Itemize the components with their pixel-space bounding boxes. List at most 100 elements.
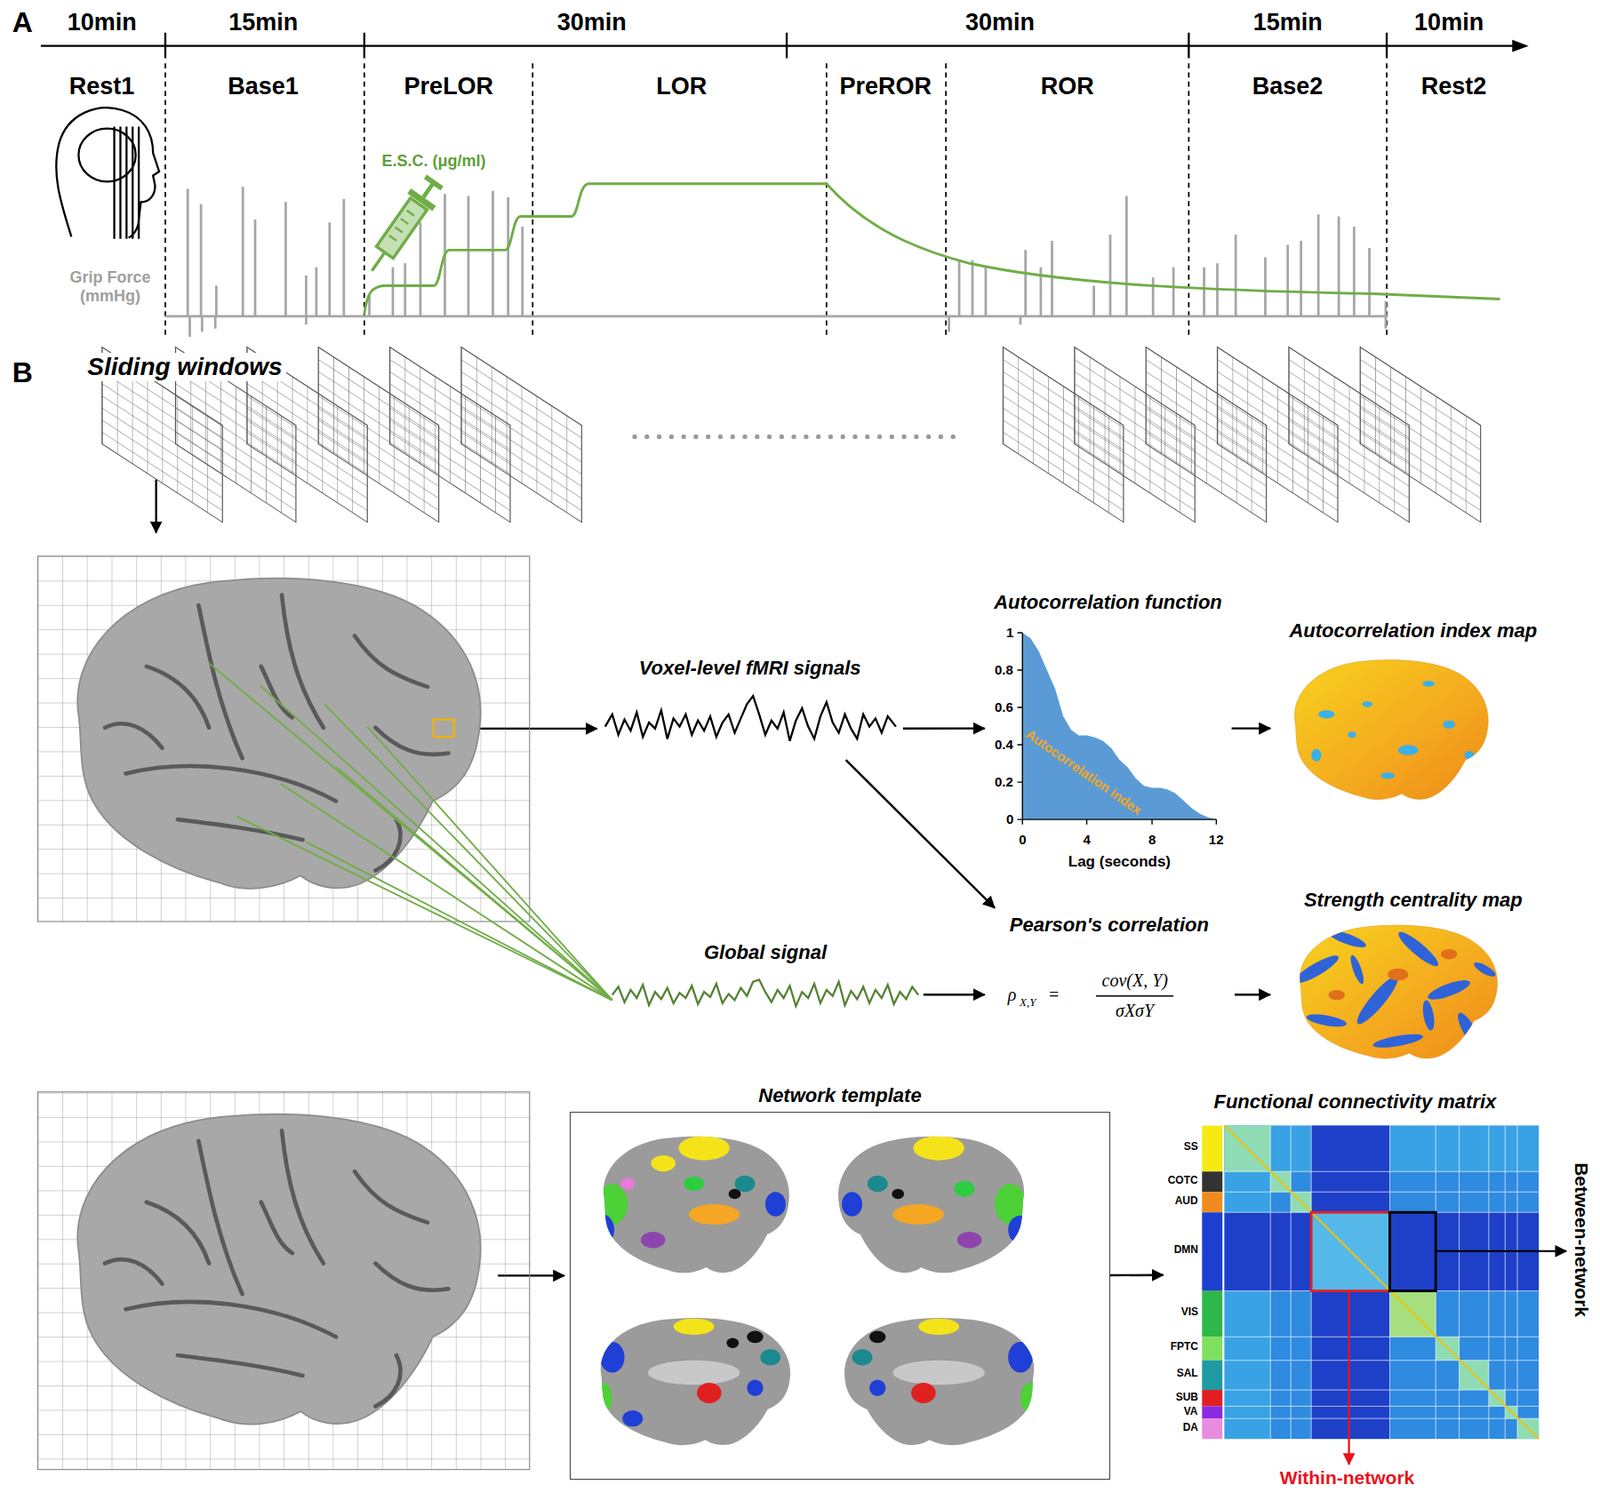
- connectivity-matrix: [1311, 1126, 1390, 1440]
- concentration-curve: [364, 184, 1501, 315]
- brain-grid: [104, 1130, 448, 1407]
- global-signal-trace: [612, 979, 919, 1007]
- template-brain: [622, 1410, 643, 1427]
- connectivity-matrix: [1201, 1291, 1223, 1338]
- brain-grid: [37, 556, 529, 922]
- brain-grid: [77, 1114, 480, 1425]
- panel-heading: Pearson's correlation: [1009, 913, 1209, 936]
- ellipsis-dots: [730, 434, 736, 440]
- brain-grid: [77, 578, 480, 889]
- template-brain: [590, 1136, 786, 1248]
- duration-label: 10min: [67, 8, 137, 37]
- formula-part: σXσY: [1115, 1000, 1154, 1022]
- ellipsis-dots: [938, 434, 944, 440]
- template-brain: [683, 1176, 704, 1192]
- autocorrelation-chart: [1022, 632, 1216, 820]
- network-label: SAL: [1176, 1368, 1199, 1381]
- timeline-axis: [40, 32, 1529, 59]
- ellipsis-dots: [951, 434, 956, 440]
- ellipsis-dots: [693, 434, 698, 440]
- network-label: AUD: [1175, 1195, 1199, 1208]
- template-brain: [911, 1383, 936, 1404]
- arrow-connector: [1232, 727, 1272, 729]
- strength-map: [1348, 953, 1367, 986]
- voxel-to-global-lines: [324, 704, 613, 1000]
- strength-map: [1326, 927, 1368, 952]
- panel-heading: Functional connectivity matrix: [1213, 1090, 1496, 1113]
- ellipsis-dots: [889, 434, 895, 440]
- selected-voxel: [433, 720, 455, 738]
- template-brain: [746, 1380, 763, 1397]
- syringe-icon: [376, 198, 427, 259]
- template-brain: [620, 1177, 635, 1191]
- template-brain: [678, 1136, 729, 1161]
- autocorrelation-map: [1311, 680, 1475, 779]
- voxel-to-global-lines: [336, 768, 613, 1001]
- grip-force-trace: [165, 186, 1388, 337]
- connectivity-matrix: [1201, 1418, 1223, 1440]
- connectivity-matrix: [1201, 1192, 1223, 1213]
- strength-map: [1371, 1032, 1424, 1051]
- template-brain: [892, 1204, 944, 1225]
- connectivity-matrix: [1201, 1126, 1223, 1173]
- template-brain: [918, 1319, 960, 1336]
- formula-part: =: [1048, 984, 1061, 1006]
- ellipsis-dots: [803, 434, 808, 440]
- template-brain: [1008, 1216, 1033, 1245]
- axis-tick: 0: [1006, 811, 1014, 827]
- phase-label: PreLOR: [404, 72, 495, 101]
- diagram-panel: Pearson's correlationρX,Y=cov(X, Y)σXσY: [984, 908, 1235, 1032]
- connectivity-matrix: [1201, 1126, 1539, 1440]
- ellipsis-dots: [742, 434, 747, 440]
- template-brain: [650, 1155, 676, 1172]
- voxel-to-global-lines: [305, 841, 612, 1000]
- ellipsis-dots: [791, 434, 796, 440]
- strength-map: [1328, 990, 1345, 1000]
- template-brain: [728, 1189, 742, 1200]
- template-brain: [600, 1342, 625, 1373]
- strength-map: [1291, 927, 1498, 1052]
- panel-heading: Network template: [758, 1084, 921, 1107]
- ellipsis-dots: [632, 434, 637, 440]
- concentration-curve: [364, 184, 1501, 315]
- axis-tick: 0.8: [994, 662, 1014, 678]
- syringe-icon: [371, 252, 384, 272]
- duration-label: 30min: [557, 8, 627, 37]
- syringe-icon: [389, 210, 415, 241]
- diagram-panel: Functional connectivity matrix: [1163, 1085, 1546, 1440]
- connectivity-matrix: [1201, 1336, 1223, 1360]
- template-brain: [765, 1192, 786, 1217]
- panel-frame: [569, 1112, 1111, 1480]
- callout-label: Within-network: [1280, 1467, 1415, 1489]
- axis-tick: 0.4: [994, 736, 1014, 752]
- diagram-panel: Network template: [569, 1080, 1111, 1480]
- ellipsis-dots: [644, 434, 649, 440]
- ellipsis-dots: [816, 434, 821, 440]
- strength-map: [1454, 1009, 1486, 1052]
- network-label: VA: [1184, 1406, 1199, 1419]
- panel-heading: Global signal: [704, 941, 827, 964]
- syringe-icon: [359, 171, 448, 280]
- voxel-signal-trace: [605, 696, 896, 742]
- autocorrelation-map: [1422, 680, 1435, 688]
- grip-force-trace: [187, 186, 1386, 337]
- voxel-to-global-lines: [260, 686, 613, 1001]
- ellipsis-dots: [877, 434, 882, 440]
- ellipsis-dots: [705, 434, 711, 440]
- ellipsis-dots: [852, 434, 857, 440]
- strength-map: [1328, 949, 1458, 1000]
- strength-map: [1440, 949, 1457, 960]
- within-network-pointer: [1347, 1291, 1350, 1465]
- strength-map: [1394, 928, 1442, 970]
- strength-map: [1291, 927, 1498, 1052]
- ellipsis-dots: [779, 434, 784, 440]
- arrow-connector: [923, 993, 985, 996]
- connectivity-matrix: [1224, 1126, 1540, 1440]
- panel-heading: Autocorrelation index map: [1288, 619, 1537, 642]
- curve-label: E.S.C. (μg/ml): [381, 152, 486, 171]
- connectivity-matrix: [1201, 1406, 1223, 1419]
- template-brain: [891, 1189, 904, 1200]
- ellipsis-dots: [718, 434, 723, 440]
- voxel-to-global-lines: [280, 784, 613, 1000]
